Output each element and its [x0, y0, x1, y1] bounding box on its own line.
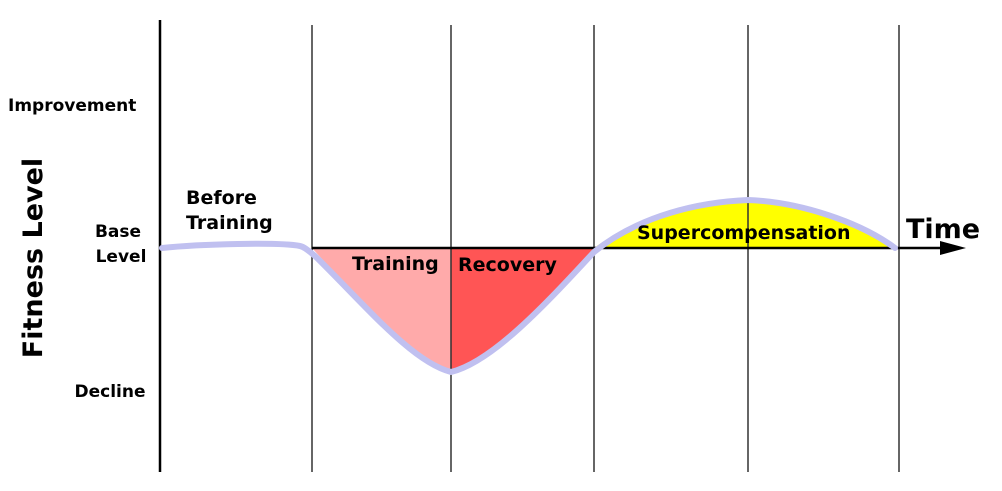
phase-label-supercompensation: Supercompensation — [637, 222, 851, 244]
level-label-base-line2: Level — [96, 247, 147, 267]
fitness-curve — [159, 197, 898, 375]
phase-label-training: Training — [352, 253, 439, 275]
time-arrow-head — [940, 241, 966, 255]
recovery-phase-area — [451, 248, 594, 372]
phase-label-before-training: Before — [186, 187, 257, 209]
phase-label-recovery: Recovery — [458, 254, 557, 276]
level-label-base: Base — [95, 222, 141, 242]
training-phase-area — [312, 248, 451, 372]
x-axis-title: Time — [906, 214, 980, 245]
level-label-decline: Decline — [74, 382, 145, 402]
phase-label-before-training-line2: Training — [186, 212, 273, 234]
level-label-improvement: Improvement — [8, 96, 136, 116]
y-axis-title: Fitness Level — [18, 158, 49, 358]
